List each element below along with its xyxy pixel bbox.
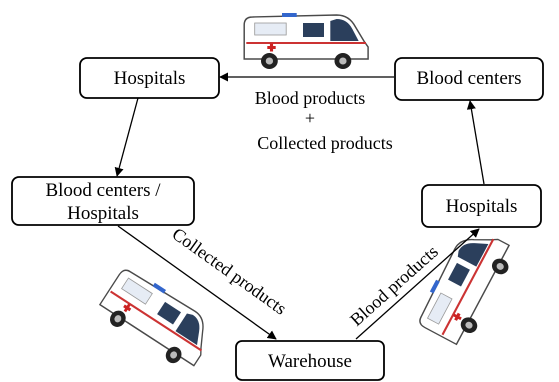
node-label: Blood centers / bbox=[45, 180, 161, 201]
arrow-bloodcenters-hospitals-to-warehouse bbox=[117, 225, 277, 340]
node-label: Warehouse bbox=[268, 351, 352, 372]
ambulance-icon bbox=[93, 263, 222, 376]
node-label: Hospitals bbox=[114, 68, 186, 89]
edge-label-top-line1: Blood products bbox=[255, 88, 366, 108]
node-hospitals-right: Hospitals bbox=[421, 184, 542, 228]
node-blood-centers-top: Blood centers bbox=[394, 57, 544, 101]
edge-label-left-diagonal: Collected products bbox=[169, 224, 291, 319]
arrow-hospitals-to-bloodcenters-hospitals bbox=[114, 97, 139, 177]
edge-label-top-line3: Collected products bbox=[257, 133, 392, 153]
node-blood-centers-hospitals: Blood centers / Hospitals bbox=[11, 176, 195, 226]
arrow-hospitals-to-bloodcenters bbox=[466, 100, 485, 185]
node-hospitals-top: Hospitals bbox=[79, 57, 220, 99]
ambulance-icon bbox=[412, 221, 520, 351]
node-label: Blood centers bbox=[416, 68, 521, 89]
arrow-warehouse-to-hospitals bbox=[355, 228, 480, 340]
node-label: Hospitals bbox=[446, 196, 518, 217]
ambulance-icon bbox=[243, 11, 370, 71]
node-label: Hospitals bbox=[67, 203, 139, 224]
edge-label-top-line2: + bbox=[305, 108, 315, 128]
node-warehouse: Warehouse bbox=[235, 340, 385, 381]
